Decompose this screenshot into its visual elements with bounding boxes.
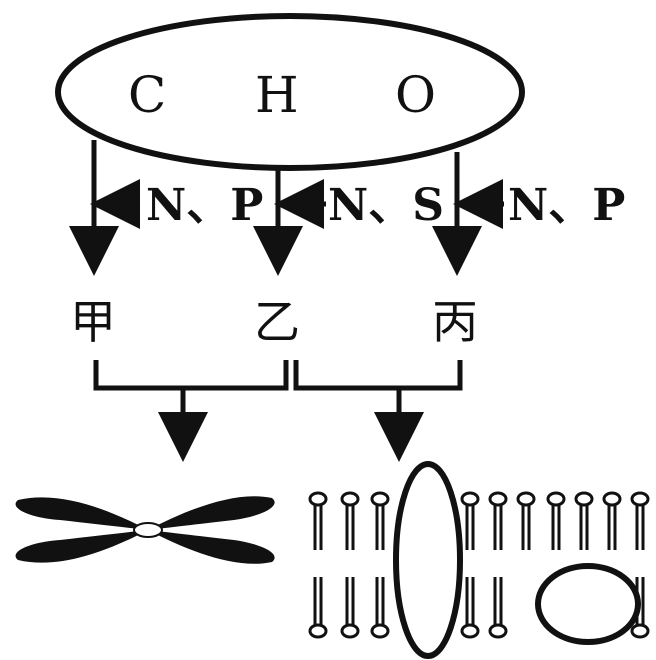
phospholipid-top — [574, 491, 594, 550]
letter-h: H — [255, 66, 299, 124]
phospholipid-bottom — [460, 577, 480, 639]
phospholipid-top — [516, 491, 536, 550]
added-elements-bing: N、P — [508, 180, 625, 231]
cell-membrane-icon — [308, 491, 650, 639]
compound-yi: 乙 — [254, 295, 300, 349]
chromosome-icon — [15, 496, 275, 564]
added-elements-jia: N、P — [146, 180, 263, 231]
cho-ellipse — [55, 13, 525, 171]
phospholipid-top — [308, 491, 328, 550]
transmembrane-protein-icon — [393, 461, 463, 659]
phospholipid-bottom — [340, 577, 360, 639]
phospholipid-bottom — [370, 577, 390, 639]
phospholipid-bottom — [488, 577, 508, 639]
letter-o: O — [395, 66, 436, 124]
phospholipid-top — [340, 491, 360, 550]
letter-c: C — [128, 66, 166, 124]
bracket-right — [293, 360, 463, 391]
phospholipid-top — [370, 491, 390, 550]
bracket-left — [93, 360, 289, 391]
phospholipid-top — [630, 491, 650, 550]
phospholipid-top — [488, 491, 508, 550]
phospholipid-top — [460, 491, 480, 550]
membrane-protein-icon — [535, 563, 641, 645]
phospholipid-top — [602, 491, 622, 550]
phospholipid-top — [546, 491, 566, 550]
compound-bing: 丙 — [432, 295, 478, 349]
phospholipid-bottom — [308, 577, 328, 639]
added-elements-yi: N、S — [328, 180, 444, 231]
compound-jia: 甲 — [70, 295, 116, 349]
